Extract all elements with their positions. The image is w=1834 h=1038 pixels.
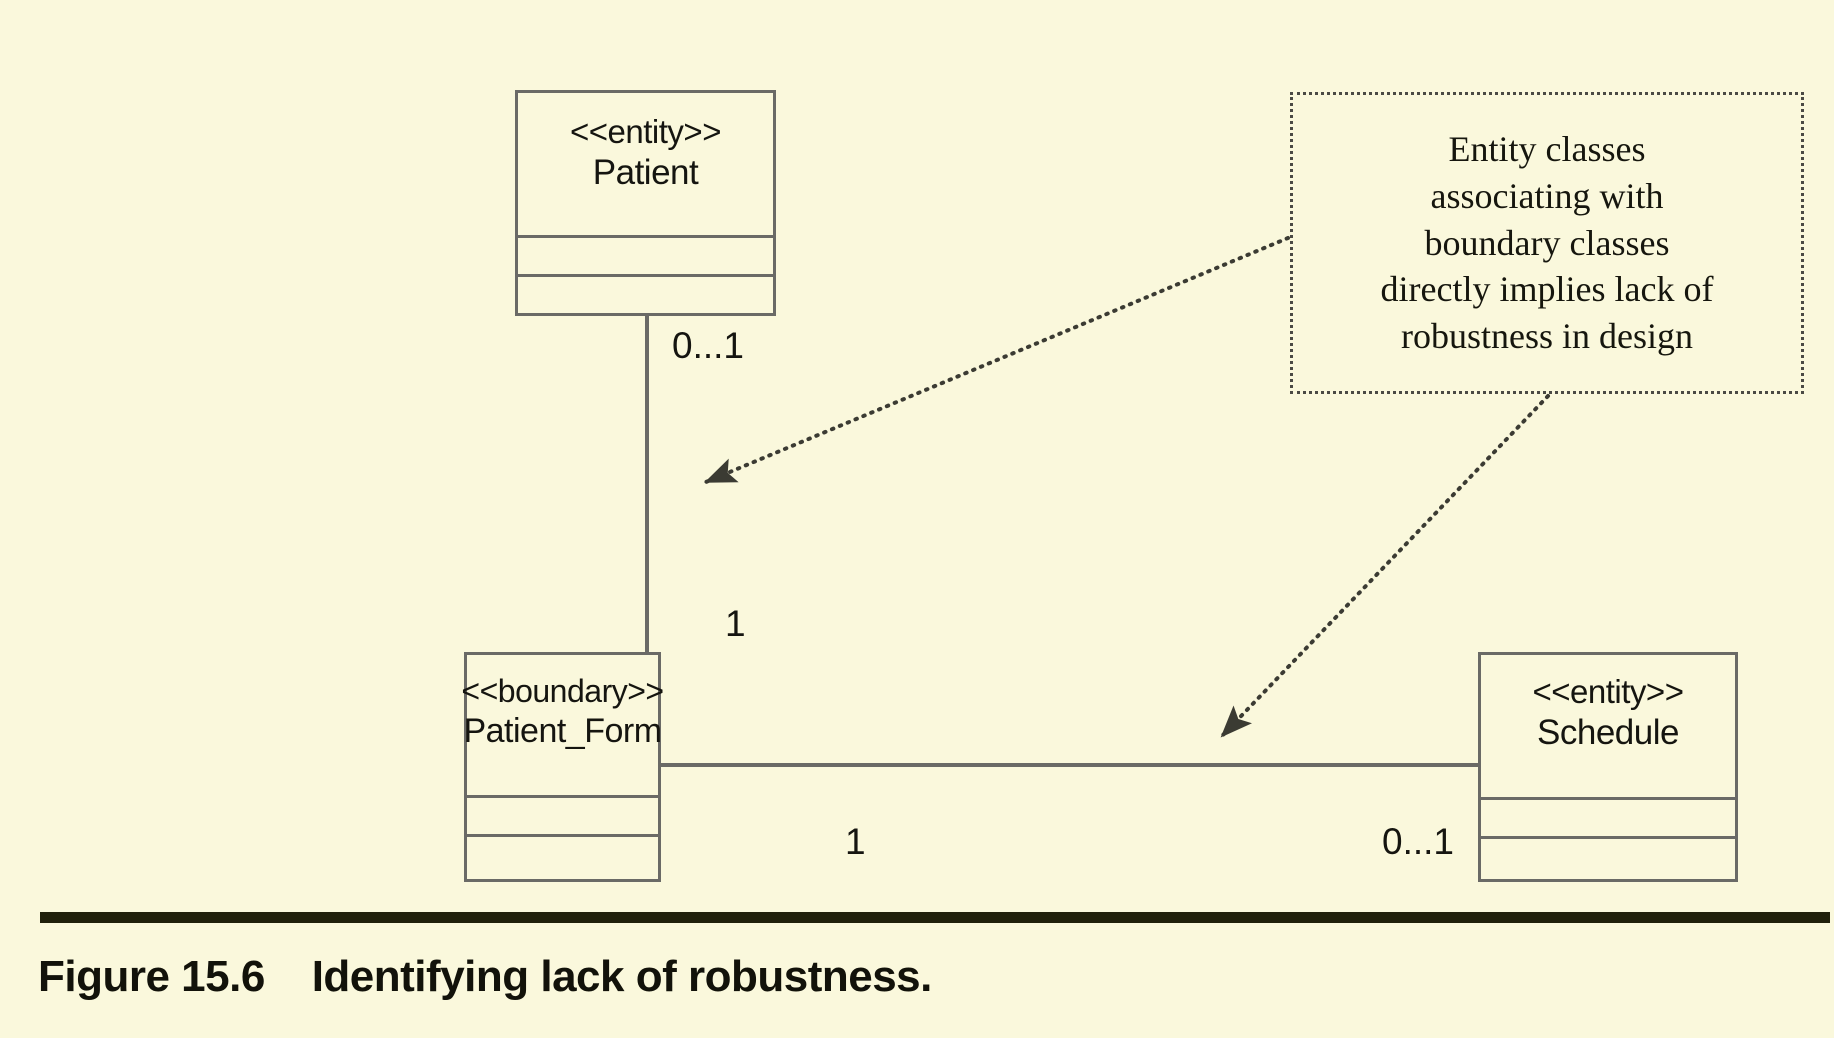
multiplicity-patient-end: 0...1 — [672, 325, 744, 366]
class-name-compartment-patient: <<entity>> Patient — [518, 93, 773, 235]
class-divider-patient-form-ops — [467, 834, 658, 837]
class-box-schedule[interactable]: <<entity>> Schedule — [1478, 652, 1738, 882]
class-box-patient[interactable]: <<entity>> Patient — [515, 90, 776, 316]
class-operations-compartment-patient-form — [467, 837, 658, 879]
association-line-patient-form-schedule — [657, 763, 1482, 767]
class-stereotype-patient-form: <<boundary>> — [461, 673, 664, 709]
class-divider-schedule-attrs — [1481, 797, 1735, 800]
class-operations-compartment-schedule — [1481, 839, 1735, 879]
class-title-patient: Patient — [592, 153, 699, 193]
class-stereotype-patient: <<entity>> — [570, 113, 721, 150]
class-divider-patient-form-attrs — [467, 795, 658, 798]
class-box-patient-form[interactable]: <<boundary>> Patient_Form — [461, 652, 664, 882]
class-divider-patient-ops — [518, 274, 773, 277]
multiplicity-schedule-end: 0...1 — [1382, 821, 1454, 862]
caption-rule — [40, 912, 1830, 923]
note-leader-line-to-patient-association — [704, 236, 1290, 484]
multiplicity-patient-form-right-end: 1 — [845, 821, 866, 862]
class-attributes-compartment-patient-form — [467, 798, 658, 834]
class-name-compartment-patient-form: <<boundary>> Patient_Form — [461, 655, 664, 795]
class-divider-schedule-ops — [1481, 836, 1735, 839]
class-title-patient-form: Patient_Form — [463, 712, 662, 750]
class-operations-compartment-patient — [518, 277, 773, 313]
class-divider-patient-attrs — [518, 235, 773, 238]
note-text: Entity classes associating with boundary… — [1380, 129, 1714, 357]
class-attributes-compartment-schedule — [1481, 800, 1735, 836]
multiplicity-patient-form-top-end: 1 — [725, 603, 746, 644]
class-attributes-compartment-patient — [518, 238, 773, 274]
class-name-compartment-schedule: <<entity>> Schedule — [1481, 655, 1735, 797]
figure-caption: Figure 15.6 Identifying lack of robustne… — [38, 952, 932, 1001]
note-box-robustness[interactable]: Entity classes associating with boundary… — [1290, 92, 1804, 394]
class-stereotype-schedule: <<entity>> — [1532, 673, 1684, 710]
class-title-schedule: Schedule — [1537, 713, 1679, 753]
association-line-patient-patient-form — [645, 312, 649, 657]
